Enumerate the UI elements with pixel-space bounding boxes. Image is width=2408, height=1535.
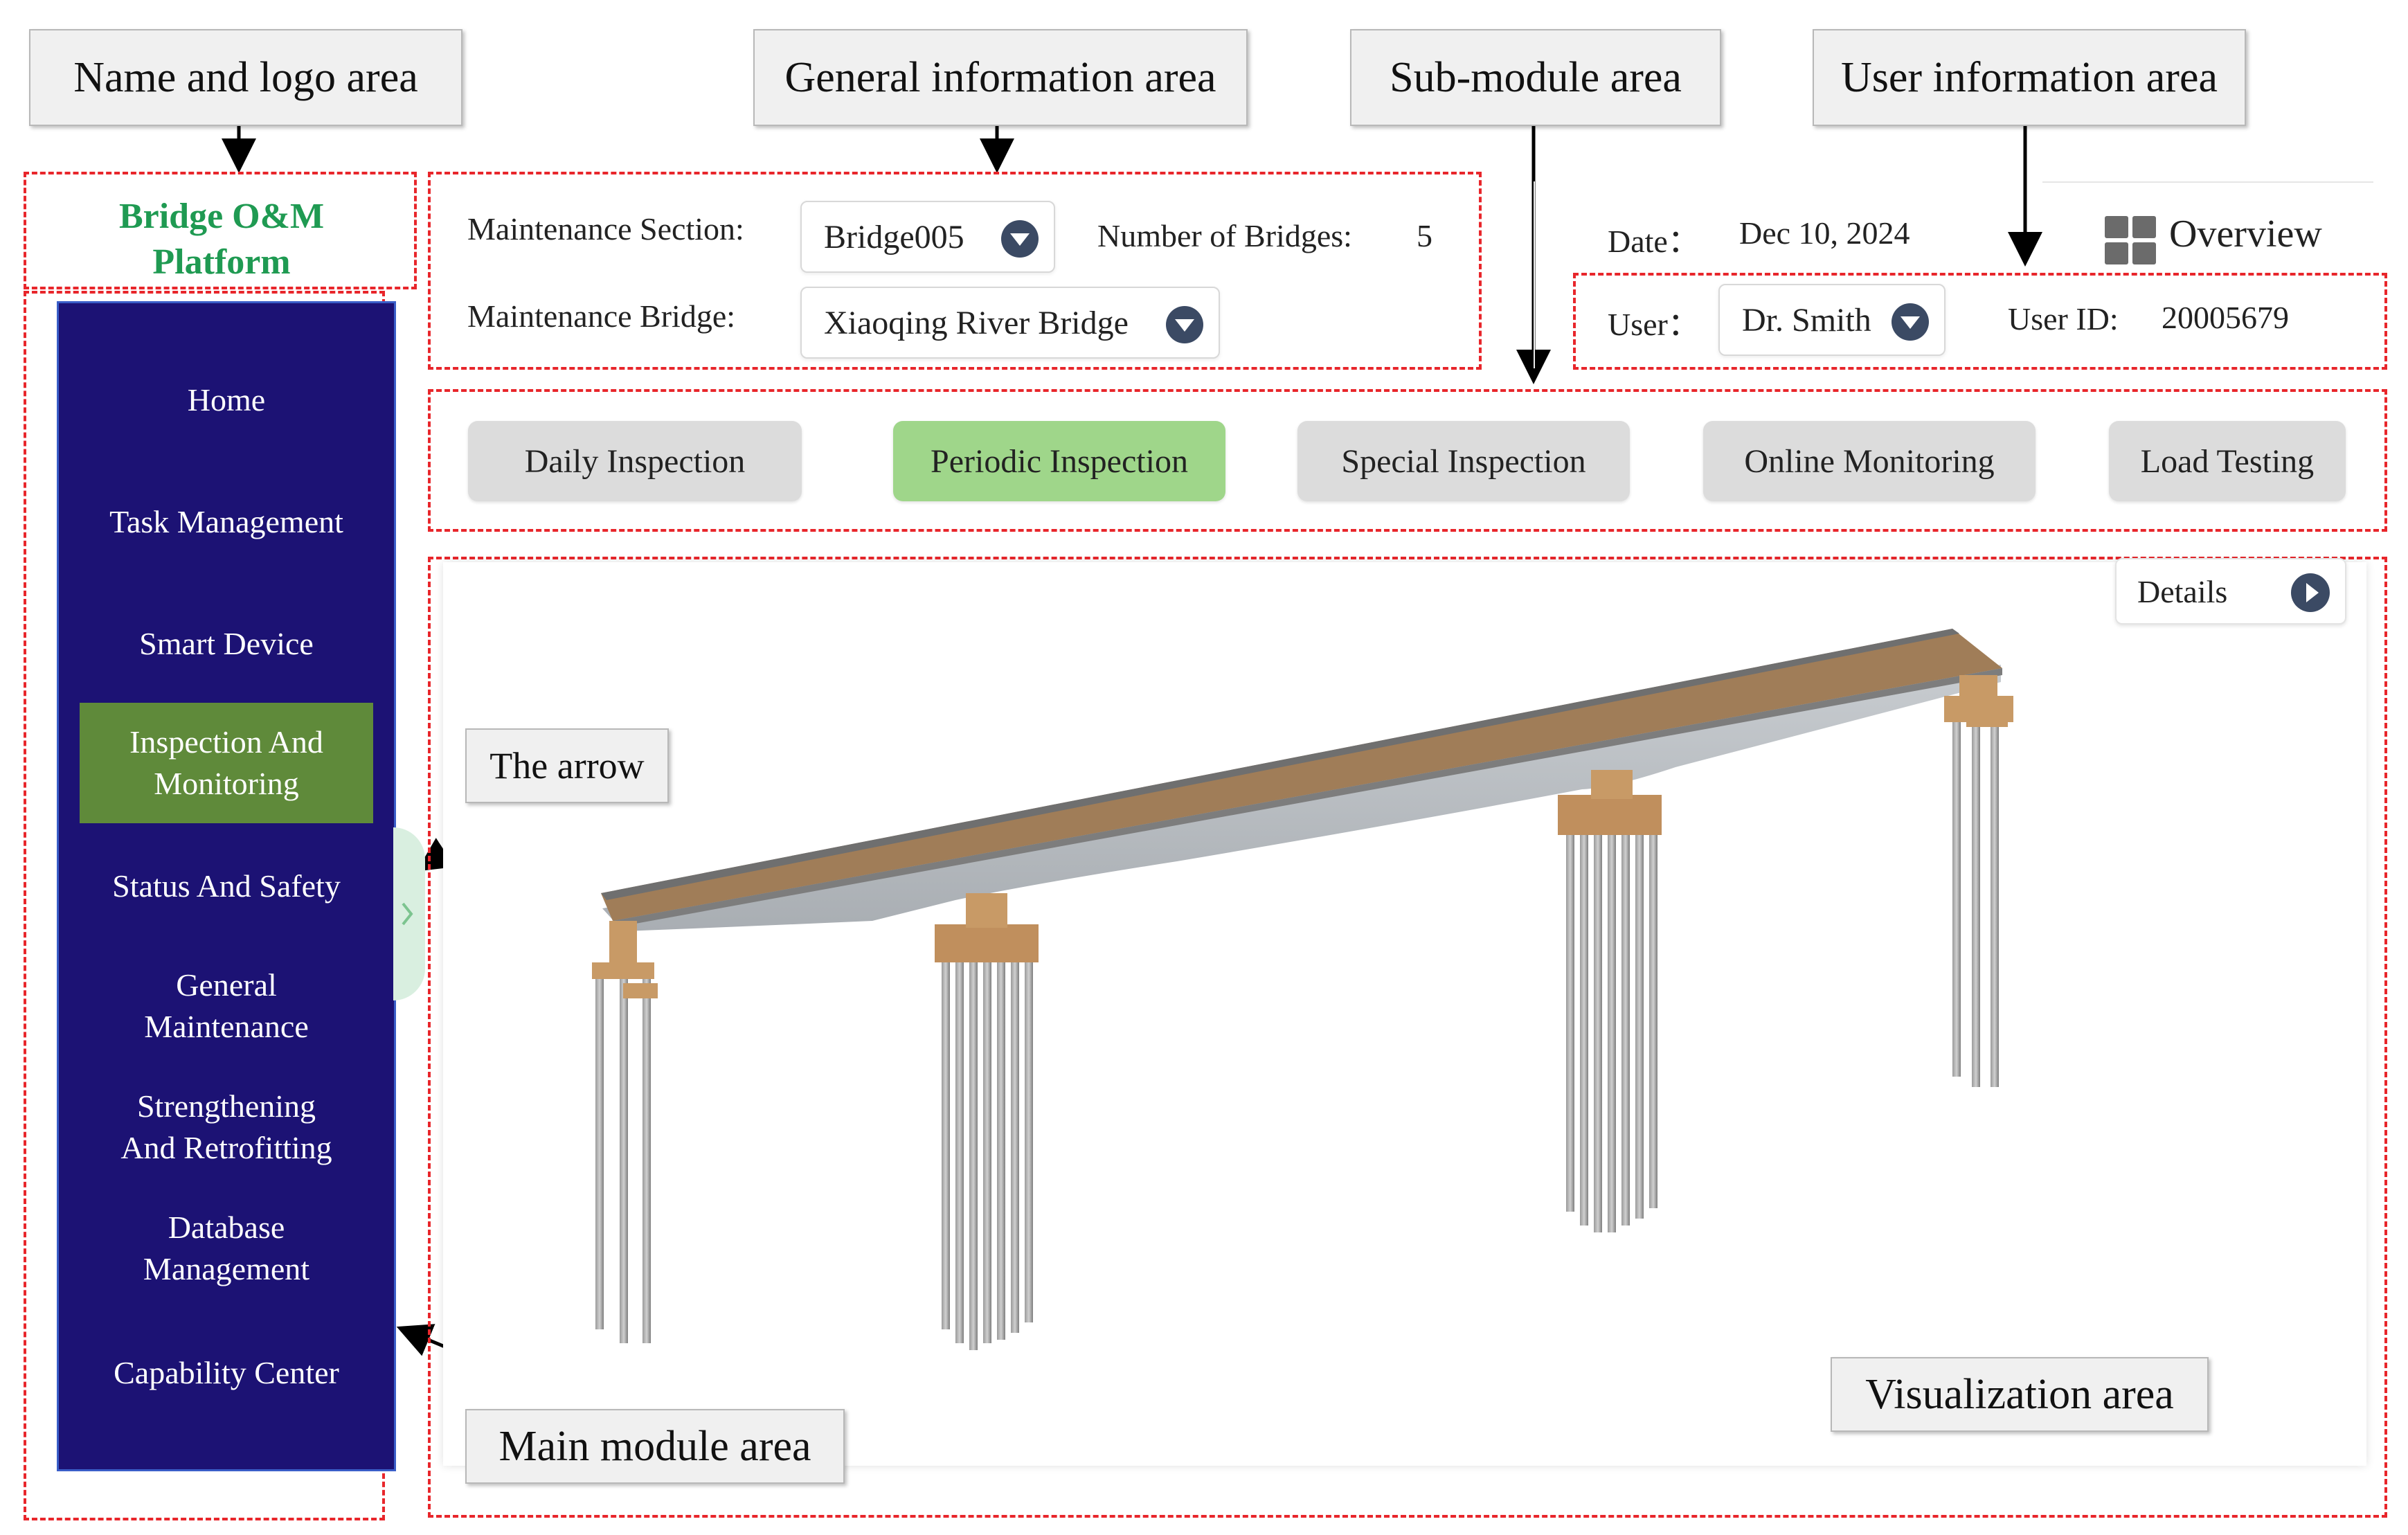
bridge-deck xyxy=(601,629,2002,921)
visualization-area-outline xyxy=(428,557,2387,1518)
tab-online-monitoring[interactable]: Online Monitoring xyxy=(1703,421,2036,501)
deck-edge xyxy=(613,668,2002,928)
number-of-bridges-label: Number of Bridges: xyxy=(1097,218,1352,253)
sidebar-item-smart-device[interactable]: Smart Device xyxy=(139,626,314,661)
visualization-panel xyxy=(443,562,2366,1466)
maintenance-bridge-label: Maintenance Bridge: xyxy=(467,298,736,334)
pier-right-abutment xyxy=(1944,675,2013,1087)
grid-icon[interactable] xyxy=(2105,216,2157,266)
sidebar-item-status-and-safety[interactable]: Status And Safety xyxy=(112,868,341,904)
details-button[interactable]: Details xyxy=(2115,558,2346,625)
deck-railing xyxy=(601,629,1959,900)
callout-visualization-area: Visualization area xyxy=(1831,1357,2209,1432)
sidebar-item-task-management[interactable]: Task Management xyxy=(109,504,343,539)
sidebar-item-capability-center[interactable]: Capability Center xyxy=(114,1355,339,1390)
sidebar-item-database-management[interactable]: Database Management xyxy=(143,1210,310,1286)
header-divider xyxy=(2042,181,2373,183)
maintenance-bridge-value: Xiaoqing River Bridge xyxy=(824,304,1129,341)
callout-main-module-area: Main module area xyxy=(465,1409,845,1484)
date-value: Dec 10, 2024 xyxy=(1739,215,1910,251)
user-id-label: User ID: xyxy=(2008,301,2119,336)
user-id-value: 20005679 xyxy=(2162,300,2289,335)
platform-logo: Bridge O&M Platform xyxy=(28,194,415,285)
maintenance-section-value: Bridge005 xyxy=(824,218,964,255)
logo-line-2: Platform xyxy=(152,242,291,282)
chevron-down-icon xyxy=(1001,220,1039,258)
tab-special-inspection[interactable]: Special Inspection xyxy=(1297,421,1630,501)
callout-the-arrow: The arrow xyxy=(465,728,669,803)
details-label: Details xyxy=(2137,573,2228,609)
header-vertical-divider xyxy=(1534,181,1535,368)
sidebar-item-inspection-and-monitoring[interactable]: Inspection And Monitoring xyxy=(80,703,373,823)
date-label: Date： xyxy=(1608,224,1700,259)
logo-area-outline xyxy=(24,172,417,289)
maintenance-section-dropdown[interactable]: Bridge005 xyxy=(800,201,1055,273)
general-information-area-outline xyxy=(428,172,1482,370)
pier-2 xyxy=(935,893,1039,1350)
user-value: Dr. Smith xyxy=(1742,301,1871,339)
callout-user-information-area: User information area xyxy=(1813,29,2246,126)
callout-general-information-area: General information area xyxy=(753,29,1248,126)
callout-sub-module-area: Sub-module area xyxy=(1350,29,1721,126)
user-dropdown[interactable]: Dr. Smith xyxy=(1718,284,1946,356)
pier-3 xyxy=(1558,770,1662,1232)
sub-module-area-outline xyxy=(428,389,2387,532)
sidebar-item-general-maintenance[interactable]: General Maintenance xyxy=(144,967,309,1044)
logo-line-1: Bridge O&M xyxy=(118,197,325,236)
user-label: User： xyxy=(1608,307,1700,342)
user-information-area-outline xyxy=(1573,273,2387,370)
chevron-right-icon xyxy=(402,902,413,926)
sidebar-collapse-arrow[interactable] xyxy=(393,827,425,1000)
main-module-sidebar: Home Task Management Smart Device Inspec… xyxy=(57,301,396,1471)
chevron-down-icon xyxy=(1166,306,1203,343)
overview-button[interactable]: Overview xyxy=(2169,213,2322,255)
sidebar-item-home[interactable]: Home xyxy=(187,382,266,418)
tab-periodic-inspection[interactable]: Periodic Inspection xyxy=(893,421,1225,501)
pier-left-abutment xyxy=(592,921,658,1343)
maintenance-section-label: Maintenance Section: xyxy=(467,211,744,246)
tab-daily-inspection[interactable]: Daily Inspection xyxy=(468,421,802,501)
arrow-right-icon xyxy=(2291,573,2330,612)
number-of-bridges-value: 5 xyxy=(1417,218,1432,253)
chevron-down-icon xyxy=(1892,303,1929,341)
callout-name-logo-area: Name and logo area xyxy=(29,29,462,126)
maintenance-bridge-dropdown[interactable]: Xiaoqing River Bridge xyxy=(800,287,1220,359)
sidebar-item-strengthening-and-retrofitting[interactable]: Strengthening And Retrofitting xyxy=(120,1088,332,1165)
tab-load-testing[interactable]: Load Testing xyxy=(2109,421,2346,501)
